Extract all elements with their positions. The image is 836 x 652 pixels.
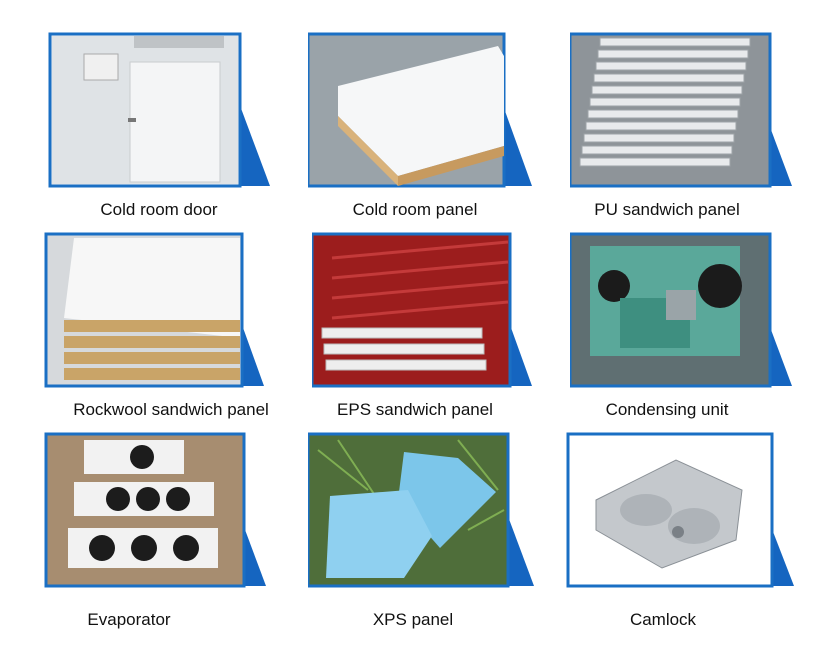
product-tile-cold-room-panel[interactable]: Cold room panel bbox=[308, 26, 558, 226]
product-tile-pu-sandwich-panel[interactable]: PU sandwich panel bbox=[570, 26, 820, 226]
pu-sandwich-panel-image bbox=[570, 32, 792, 188]
camlock-image bbox=[566, 432, 794, 588]
cold-room-door-image bbox=[48, 32, 270, 188]
eps-sandwich-panel-image bbox=[312, 232, 532, 388]
product-tile-camlock[interactable]: Camlock bbox=[566, 430, 816, 630]
product-tile-condensing-unit[interactable]: Condensing unit bbox=[570, 228, 820, 428]
product-caption: XPS panel bbox=[372, 610, 454, 629]
product-tile-xps-panel[interactable]: XPS panel bbox=[308, 430, 558, 630]
product-caption: Evaporator bbox=[87, 610, 171, 629]
product-caption: PU sandwich panel bbox=[594, 200, 740, 219]
product-tile-eps-sandwich-panel[interactable]: EPS sandwich panel bbox=[312, 228, 562, 428]
product-tile-cold-room-door[interactable]: Cold room door bbox=[44, 26, 294, 226]
xps-panel-image bbox=[308, 432, 534, 588]
product-tile-rockwool-sandwich-panel[interactable]: Rockwool sandwich panel bbox=[44, 228, 294, 428]
product-caption: Cold room door bbox=[100, 200, 218, 219]
product-caption: Camlock bbox=[629, 610, 697, 629]
product-caption: Cold room panel bbox=[352, 200, 478, 219]
product-caption: Condensing unit bbox=[605, 400, 729, 419]
rockwool-sandwich-panel-image bbox=[44, 232, 264, 388]
product-tile-evaporator[interactable]: Evaporator bbox=[44, 430, 294, 630]
product-caption: EPS sandwich panel bbox=[337, 400, 493, 419]
cold-room-panel-image bbox=[308, 32, 532, 188]
product-caption: Rockwool sandwich panel bbox=[73, 400, 269, 419]
evaporator-image bbox=[44, 432, 266, 588]
condensing-unit-image bbox=[570, 232, 792, 388]
